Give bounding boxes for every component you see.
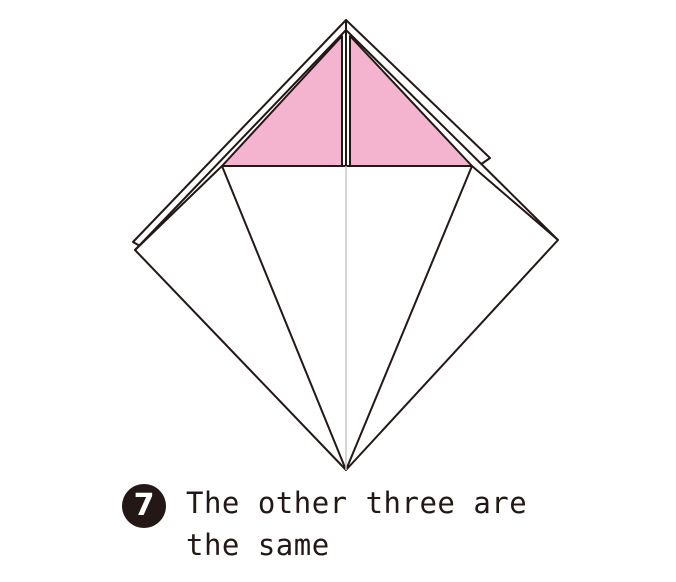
left-edge-joint (134, 165, 223, 251)
step-number: 7 (133, 488, 155, 523)
pink-flap-left (221, 35, 343, 167)
left-fold-line (221, 165, 347, 471)
right-fold-line (345, 165, 473, 471)
step-instruction: The other three are the same (186, 486, 528, 562)
pink-flap-right (349, 35, 473, 167)
step-number-badge: 7 (122, 484, 166, 528)
right-edge-joint (471, 165, 559, 241)
